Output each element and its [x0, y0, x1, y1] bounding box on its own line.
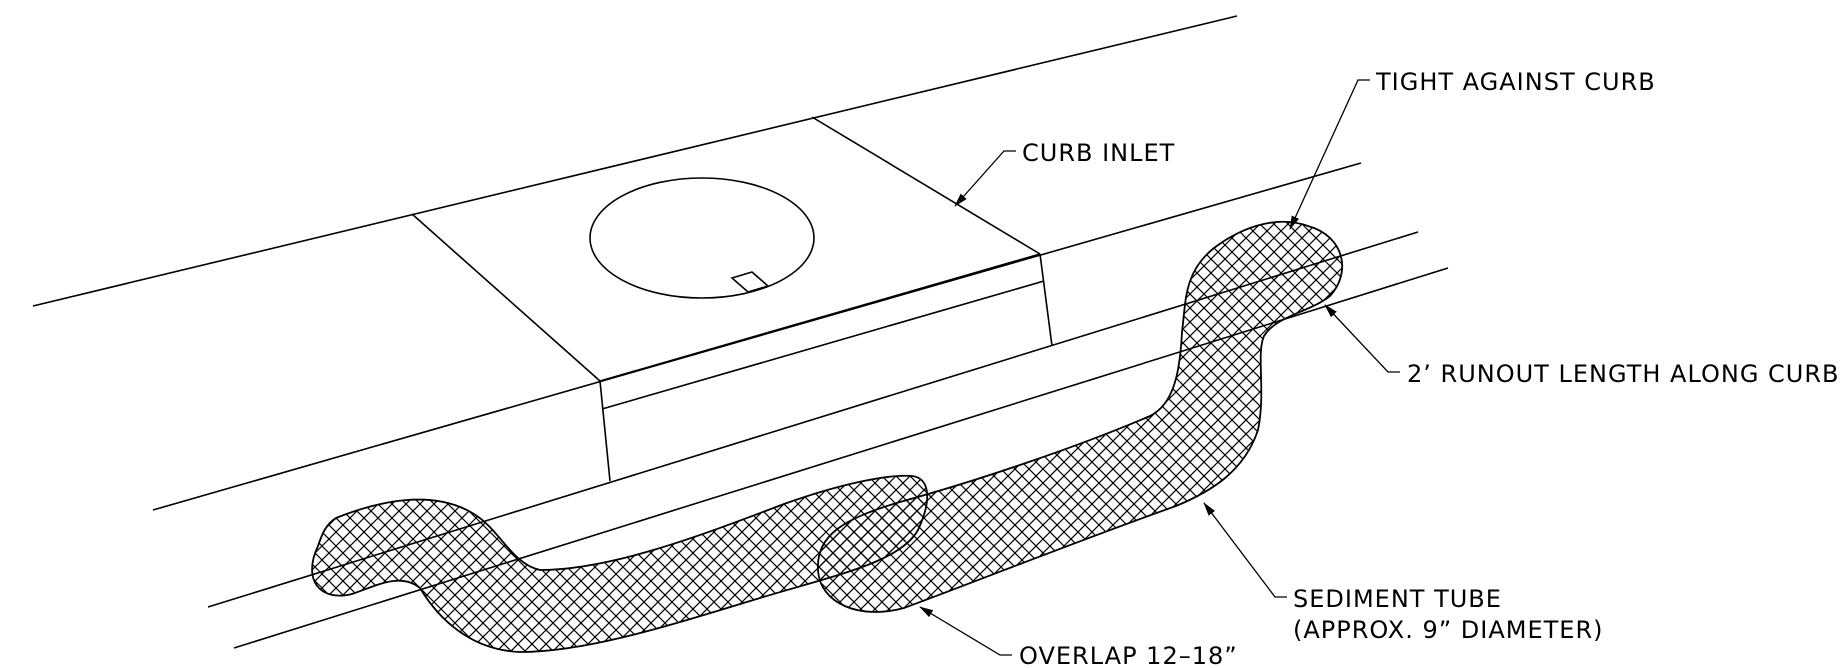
leader-sediment-tube — [1203, 502, 1287, 598]
sediment-tubes — [311, 220, 1344, 653]
manhole-cover — [589, 177, 815, 299]
inlet-left-front-corner — [599, 380, 611, 482]
leader-runout-length — [1324, 304, 1400, 373]
label-tight-against-curb: TIGHT AGAINST CURB — [1375, 68, 1656, 96]
inlet-right-edge — [811, 116, 1041, 255]
callout-overlap: OVERLAP 12–18” — [919, 606, 1238, 668]
callout-sediment-tube: SEDIMENT TUBE (APPROX. 9” DIAMETER) — [1203, 502, 1604, 644]
manhole-pick-hole — [730, 271, 770, 293]
inlet-front-top-edge — [599, 253, 1041, 382]
sediment-tube-right — [817, 220, 1344, 613]
label-runout-length: 2’ RUNOUT LENGTH ALONG CURB — [1407, 360, 1840, 388]
back-of-curb-line — [32, 15, 1238, 307]
callout-curb-inlet: CURB INLET — [954, 139, 1175, 207]
leader-overlap — [919, 606, 1012, 656]
leader-tight-against-curb — [1289, 79, 1370, 230]
callout-tight-against-curb: TIGHT AGAINST CURB — [1289, 68, 1656, 230]
label-overlap: OVERLAP 12–18” — [1019, 642, 1238, 668]
label-curb-inlet: CURB INLET — [1022, 139, 1175, 167]
curb-inlet-structure — [411, 116, 1053, 482]
inlet-left-edge — [411, 213, 601, 382]
leader-curb-inlet — [954, 150, 1016, 207]
inlet-throat-line — [601, 280, 1045, 410]
inlet-right-front-corner — [1039, 253, 1053, 347]
label-sediment-tube-line1: SEDIMENT TUBE — [1293, 585, 1502, 613]
label-sediment-tube-line2: (APPROX. 9” DIAMETER) — [1293, 616, 1604, 644]
callout-runout-length: 2’ RUNOUT LENGTH ALONG CURB — [1324, 304, 1840, 388]
